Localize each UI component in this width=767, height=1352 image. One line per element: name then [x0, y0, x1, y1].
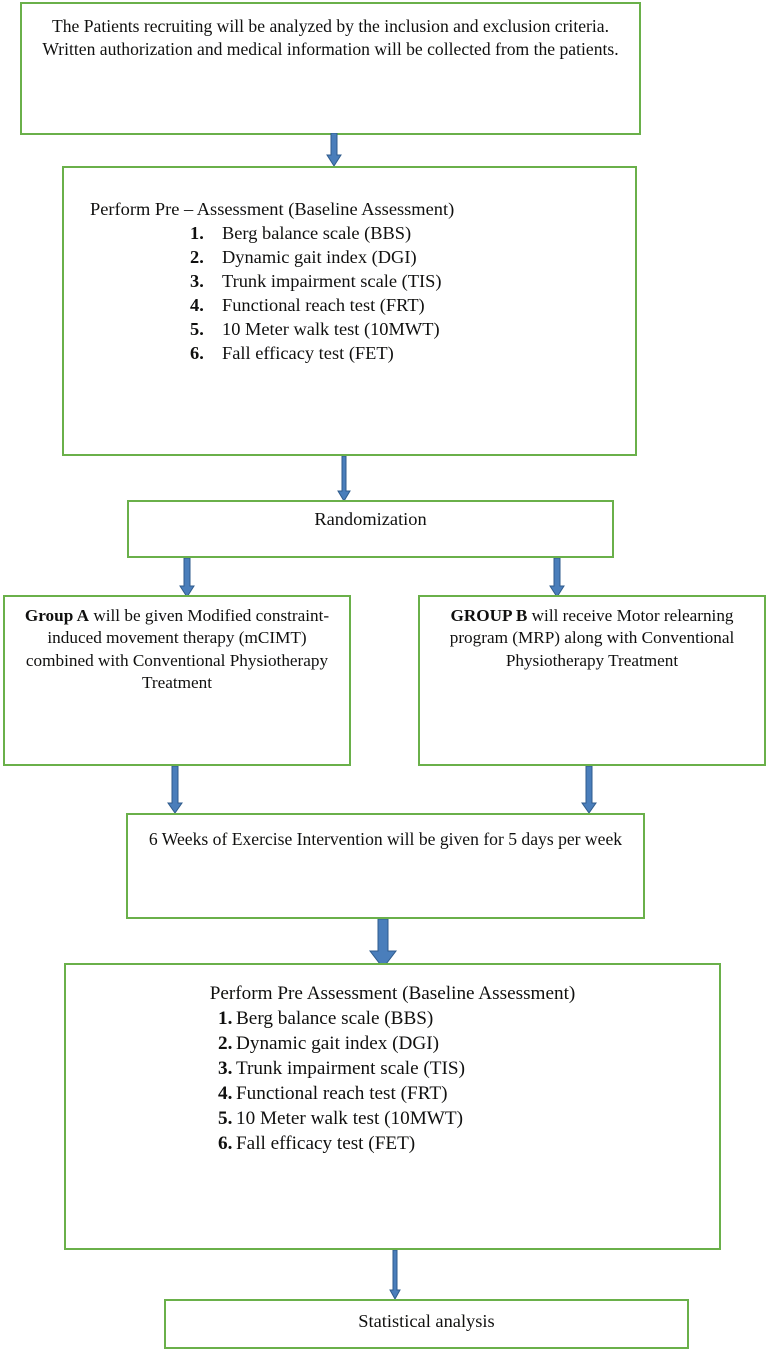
list-item-label: 10 Meter walk test (10MWT): [222, 318, 440, 339]
list-item-number: 4.: [190, 294, 204, 315]
list-item: 6. Fall efficacy test (FET): [190, 342, 619, 366]
list-item-label: Berg balance scale (BBS): [222, 222, 412, 243]
node-randomization: Randomization: [127, 500, 614, 558]
arrow-randomization-to-group-a: [178, 558, 196, 598]
list-item-number: 3.: [218, 1057, 233, 1079]
list-item-label: Fall efficacy test (FET): [222, 342, 394, 363]
list-item-label: Functional reach test (FRT): [222, 294, 425, 315]
list-item-number: 5.: [218, 1107, 233, 1129]
node-group-a-text: Group A will be given Modified constrain…: [5, 605, 349, 694]
node-group-b-detail: will receive Motor relearning program (M…: [449, 606, 735, 670]
node-group-a-label: Group A: [24, 606, 90, 625]
list-item-label: Berg balance scale (BBS): [236, 1007, 434, 1029]
node-group-b-label: GROUP B: [450, 606, 528, 625]
arrow-recruiting-to-pre-assessment: [325, 133, 343, 167]
list-item: 4. Functional reach test (FRT): [190, 294, 619, 318]
list-item-label: Dynamic gait index (DGI): [222, 246, 417, 267]
node-pre-assessment: Perform Pre – Assessment (Baseline Asses…: [62, 166, 637, 456]
list-item-number: 6.: [190, 342, 204, 363]
node-statistical-analysis-label: Statistical analysis: [358, 1311, 495, 1331]
node-pre-assessment-body: Perform Pre – Assessment (Baseline Asses…: [64, 198, 635, 365]
node-group-a: Group A will be given Modified constrain…: [3, 595, 351, 766]
arrow-pre-assessment-to-randomization: [337, 456, 351, 502]
list-item: 3. Trunk impairment scale (TIS): [190, 270, 619, 294]
list-item-label: Trunk impairment scale (TIS): [222, 270, 442, 291]
list-item-number: 4.: [218, 1082, 233, 1104]
node-pre-assessment-heading: Perform Pre – Assessment (Baseline Asses…: [90, 199, 455, 219]
list-item-number: 5.: [190, 318, 204, 339]
list-item-label: Trunk impairment scale (TIS): [236, 1057, 465, 1079]
list-item: 5.10 Meter walk test (10MWT): [218, 1107, 705, 1132]
arrow-group-a-to-six-weeks: [167, 766, 183, 814]
list-item-number: 1.: [218, 1007, 233, 1029]
list-item: 2.Dynamic gait index (DGI): [218, 1032, 705, 1057]
pre-assessment-list: 1. Berg balance scale (BBS) 2. Dynamic gai…: [80, 222, 619, 366]
list-item: 6.Fall efficacy test (FET): [218, 1132, 705, 1157]
node-post-assessment-body: Perform Pre Assessment (Baseline Assessm…: [66, 982, 719, 1157]
node-post-assessment: Perform Pre Assessment (Baseline Assessm…: [64, 963, 721, 1250]
arrow-randomization-to-group-b: [548, 558, 566, 598]
list-item-number: 6.: [218, 1132, 233, 1154]
list-item-number: 2.: [218, 1032, 233, 1054]
node-statistical-analysis: Statistical analysis: [164, 1299, 689, 1349]
node-recruiting: The Patients recruiting will be analyzed…: [20, 2, 641, 135]
node-recruiting-text: The Patients recruiting will be analyzed…: [42, 16, 619, 59]
node-six-weeks-text: 6 Weeks of Exercise Intervention will be…: [148, 829, 623, 849]
list-item-label: Fall efficacy test (FET): [236, 1132, 416, 1154]
list-item: 2. Dynamic gait index (DGI): [190, 246, 619, 270]
arrow-post-assessment-to-statistical: [388, 1250, 402, 1300]
arrow-six-weeks-to-post-assessment: [368, 919, 398, 969]
arrow-group-b-to-six-weeks: [581, 766, 597, 814]
list-item-number: 2.: [190, 246, 204, 267]
list-item-label: Dynamic gait index (DGI): [236, 1032, 440, 1054]
node-post-assessment-heading: Perform Pre Assessment (Baseline Assessm…: [209, 983, 576, 1004]
node-group-b: GROUP B will receive Motor relearning pr…: [418, 595, 766, 766]
list-item: 3.Trunk impairment scale (TIS): [218, 1057, 705, 1082]
node-randomization-label: Randomization: [314, 509, 427, 529]
list-item: 4.Functional reach test (FRT): [218, 1082, 705, 1107]
post-assessment-list: 1.Berg balance scale (BBS) 2.Dynamic gai…: [80, 1007, 705, 1157]
node-group-a-detail: will be given Modified constraint-induce…: [25, 606, 330, 693]
list-item: 5. 10 Meter walk test (10MWT): [190, 318, 619, 342]
list-item-number: 3.: [190, 270, 204, 291]
list-item-number: 1.: [190, 222, 204, 243]
list-item: 1.Berg balance scale (BBS): [218, 1007, 705, 1032]
list-item-label: Functional reach test (FRT): [236, 1082, 448, 1104]
list-item: 1. Berg balance scale (BBS): [190, 222, 619, 246]
list-item-label: 10 Meter walk test (10MWT): [236, 1107, 463, 1129]
node-six-weeks: 6 Weeks of Exercise Intervention will be…: [126, 813, 645, 919]
node-group-b-text: GROUP B will receive Motor relearning pr…: [420, 605, 764, 672]
